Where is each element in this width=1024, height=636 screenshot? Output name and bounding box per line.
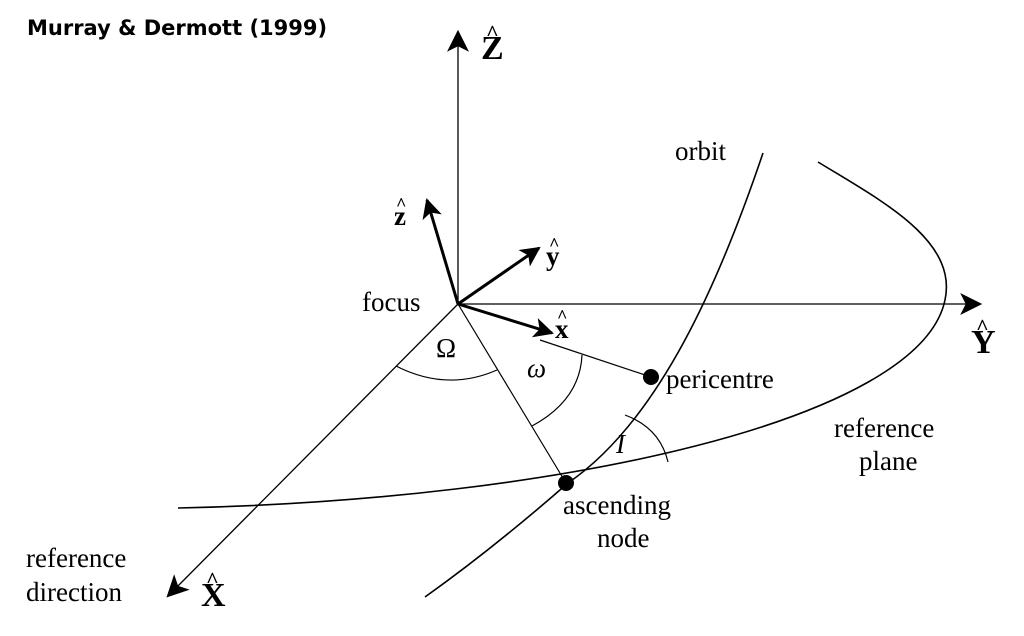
- pericentre-point: [643, 369, 659, 385]
- x-hat-label: x: [555, 314, 569, 344]
- y-axis-hat: ^: [976, 314, 989, 339]
- inclination-symbol: I: [615, 429, 627, 459]
- y-hat-label: y: [546, 241, 560, 271]
- reference-plane-label-line2: plane: [859, 446, 917, 476]
- omega-capital-arc: [395, 365, 498, 381]
- reference-direction-label-line2: direction: [26, 577, 122, 607]
- z-axis-label: Z: [481, 30, 504, 67]
- ascending-node-point: [558, 475, 574, 491]
- node-line: [457, 303, 567, 484]
- x-axis-line: [166, 303, 459, 598]
- y-axis-label: Y: [971, 324, 996, 361]
- reference-direction-label-line1: reference: [26, 543, 126, 573]
- reference-plane-curve: [177, 161, 948, 509]
- z-hat-label: z: [394, 201, 406, 231]
- focus-label: focus: [362, 287, 420, 317]
- orbit-curve: [424, 152, 764, 598]
- longitude-ascending-node-symbol: Ω: [436, 333, 456, 363]
- source-credit: Murray & Dermott (1999): [27, 16, 328, 40]
- inclination-arc: [624, 414, 669, 463]
- z-axis-hat: ^: [486, 20, 499, 45]
- x-hat-vector: [457, 302, 554, 338]
- pericentre-label: pericentre: [666, 364, 774, 394]
- orbit-label: orbit: [675, 136, 726, 166]
- omega-small-arc: [531, 354, 583, 427]
- x-axis-label: X: [201, 577, 226, 614]
- pericentre-line: [539, 339, 652, 378]
- z-hat-caret: ^: [396, 194, 406, 214]
- ascending-node-label-line2: node: [597, 523, 650, 553]
- x-hat-caret: ^: [557, 306, 567, 326]
- reference-plane-label-line1: reference: [834, 413, 934, 443]
- y-hat-caret: ^: [549, 234, 559, 254]
- z-hat-vector: [422, 198, 460, 305]
- argument-pericentre-symbol: ω: [527, 353, 546, 383]
- x-axis-hat: ^: [206, 567, 219, 592]
- ascending-node-label-line1: ascending: [563, 490, 671, 520]
- y-hat-vector: [457, 246, 541, 306]
